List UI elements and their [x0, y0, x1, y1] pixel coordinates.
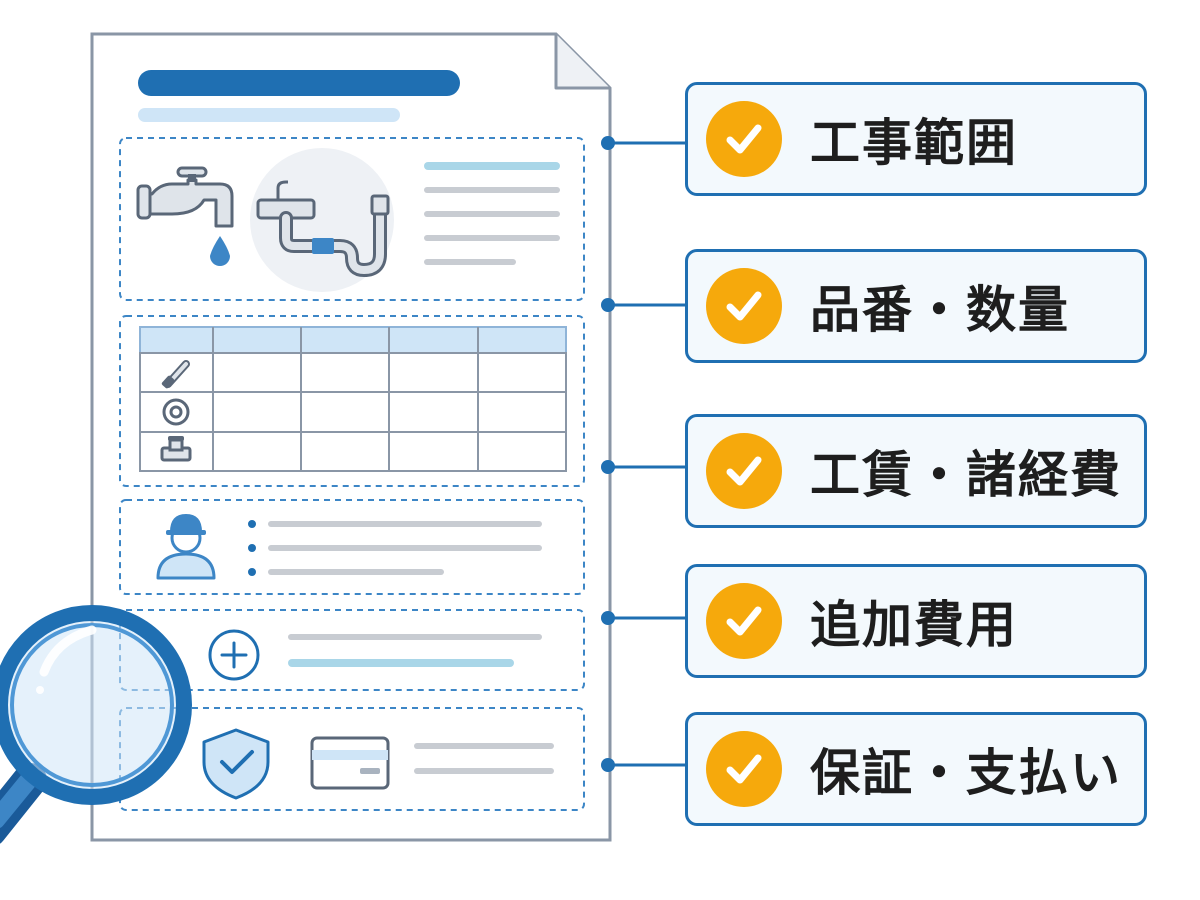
text-line	[268, 545, 542, 551]
text-line	[424, 235, 560, 241]
checklist-item-parts: 品番・数量	[685, 249, 1147, 363]
text-line	[414, 768, 554, 774]
check-icon	[706, 731, 782, 807]
document-title-bar	[138, 70, 460, 96]
checklist-item-scope: 工事範囲	[685, 82, 1147, 196]
document-subtitle-bar	[138, 108, 400, 122]
bullet	[248, 520, 256, 528]
text-line	[424, 259, 516, 265]
section-warranty-payment	[119, 707, 585, 811]
section-additional-cost	[119, 609, 585, 691]
section-labor	[119, 499, 585, 595]
credit-card-icon	[310, 736, 390, 790]
sink-pipe-icon	[250, 148, 394, 292]
checklist-item-label: 保証・支払い	[810, 744, 1122, 802]
check-icon	[706, 583, 782, 659]
washer-ring-icon	[162, 398, 190, 426]
text-line	[268, 569, 444, 575]
checklist-item-additional-cost: 追加費用	[685, 564, 1147, 678]
pipe-fitting-icon	[161, 360, 190, 389]
bullet	[248, 568, 256, 576]
check-icon	[706, 433, 782, 509]
water-drop-icon	[210, 236, 230, 266]
check-icon	[706, 268, 782, 344]
checklist-item-label: 工事範囲	[810, 114, 1018, 172]
text-line	[424, 211, 560, 217]
shield-check-icon	[202, 728, 270, 800]
checklist-item-label: 品番・数量	[810, 281, 1070, 339]
text-line	[288, 634, 542, 640]
faucet-icon	[136, 166, 234, 228]
checklist-item-label: 追加費用	[810, 596, 1018, 654]
checklist-item-labor: 工賃・諸経費	[685, 414, 1147, 528]
text-line	[268, 521, 542, 527]
connector-dots	[601, 136, 615, 772]
section-scope	[119, 137, 585, 301]
text-line	[424, 187, 560, 193]
connector-lines	[608, 141, 686, 767]
worker-helmet-icon	[156, 514, 216, 580]
text-line	[414, 743, 554, 749]
text-line	[288, 659, 514, 667]
check-icon	[706, 101, 782, 177]
magnifier-icon	[0, 605, 192, 844]
text-line	[424, 162, 560, 170]
bullet	[248, 544, 256, 552]
checklist-item-warranty-payment: 保証・支払い	[685, 712, 1147, 826]
checklist-item-label: 工賃・諸経費	[810, 446, 1122, 504]
plus-icon	[208, 629, 260, 681]
section-parts-table	[119, 315, 585, 487]
valve-icon	[160, 436, 192, 462]
